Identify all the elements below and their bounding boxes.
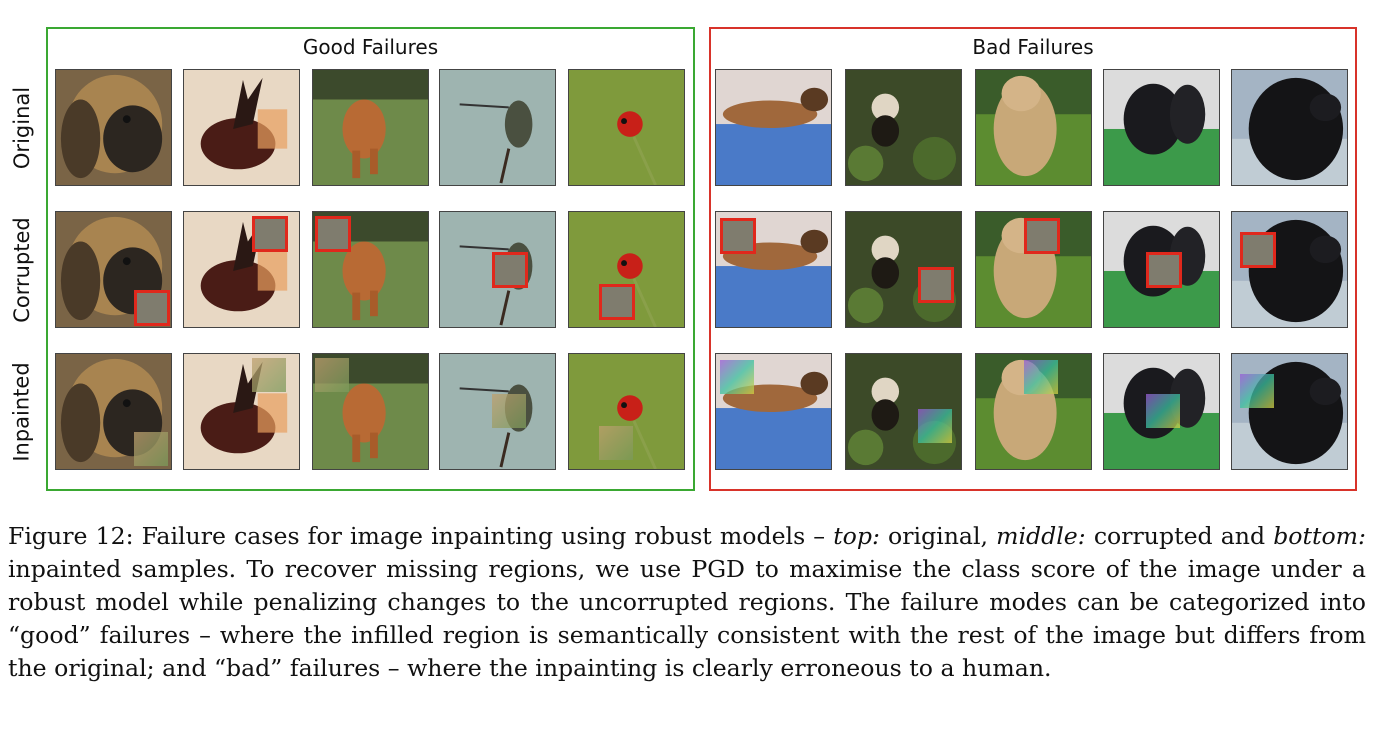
row-label-text: Inpainted <box>10 362 34 462</box>
inpainted-region <box>918 409 952 443</box>
corruption-patch <box>492 252 528 288</box>
inpainted-region <box>599 426 633 460</box>
row-label-original: Original <box>0 68 44 188</box>
row-label-text: Corrupted <box>10 217 35 323</box>
corruption-patch <box>315 216 351 252</box>
thumbnail-ladybug-inpainted <box>568 353 685 470</box>
thumbnail-dog-original <box>55 69 172 186</box>
caption-text: Failure cases for image inpainting using… <box>133 522 834 550</box>
thumbnail-shaggy-dog-corrupted <box>975 211 1092 328</box>
thumbnail-sleeping-dog-inpainted <box>715 353 832 470</box>
thumbnail-black-dogs-corrupted <box>1103 211 1220 328</box>
inpainted-region <box>492 394 526 428</box>
thumbnail-beetle-inpainted <box>183 353 300 470</box>
thumbnail-brown-dog-original <box>312 69 429 186</box>
good-failures-panel: Good Failures <box>46 27 695 491</box>
thumbnail-shaggy-dog-original <box>975 69 1092 186</box>
thumbnail-dog-corrupted <box>55 211 172 328</box>
thumbnail-hummingbird-corrupted <box>439 211 556 328</box>
figure-caption: Figure 12: Failure cases for image inpai… <box>8 520 1366 685</box>
thumbnail-brown-dog-inpainted <box>312 353 429 470</box>
inpainted-region <box>315 358 349 392</box>
corruption-patch <box>1146 252 1182 288</box>
inpainted-region <box>1240 374 1274 408</box>
inpainted-region <box>252 358 286 392</box>
thumbnail-black-dog-corrupted <box>1231 211 1348 328</box>
corruption-patch <box>599 284 635 320</box>
corruption-patch <box>918 267 954 303</box>
thumbnail-brown-dog-corrupted <box>312 211 429 328</box>
corruption-patch <box>252 216 288 252</box>
thumbnail-beetle-original <box>183 69 300 186</box>
thumbnail-black-dogs-inpainted <box>1103 353 1220 470</box>
corruption-patch <box>1024 218 1060 254</box>
thumbnail-monkey-inpainted <box>845 353 962 470</box>
inpainted-region <box>134 432 168 466</box>
thumbnail-dog-inpainted <box>55 353 172 470</box>
caption-text: original, <box>879 522 997 550</box>
row-label-inpainted: Inpainted <box>0 352 44 472</box>
thumbnail-black-dogs-original <box>1103 69 1220 186</box>
thumbnail-beetle-corrupted <box>183 211 300 328</box>
caption-middle: middle: <box>996 522 1086 550</box>
thumbnail-shaggy-dog-inpainted <box>975 353 1092 470</box>
thumbnail-monkey-corrupted <box>845 211 962 328</box>
thumbnail-black-dog-original <box>1231 69 1348 186</box>
corruption-patch <box>134 290 170 326</box>
row-label-corrupted: Corrupted <box>0 210 44 330</box>
caption-text: corrupted and <box>1085 522 1274 550</box>
thumbnail-monkey-original <box>845 69 962 186</box>
thumbnail-ladybug-corrupted <box>568 211 685 328</box>
caption-top: top: <box>833 522 880 550</box>
inpainted-region <box>720 360 754 394</box>
caption-bottom: bottom: <box>1273 522 1366 550</box>
corruption-patch <box>720 218 756 254</box>
thumbnail-ladybug-original <box>568 69 685 186</box>
thumbnail-hummingbird-inpainted <box>439 353 556 470</box>
bad-failures-title: Bad Failures <box>972 35 1094 59</box>
corruption-patch <box>1240 232 1276 268</box>
good-failures-title: Good Failures <box>302 35 439 59</box>
inpainted-region <box>1146 394 1180 428</box>
caption-text: inpainted samples. To recover missing re… <box>8 555 1366 682</box>
thumbnail-hummingbird-original <box>439 69 556 186</box>
bad-failures-panel: Bad Failures <box>709 27 1357 491</box>
thumbnail-sleeping-dog-corrupted <box>715 211 832 328</box>
thumbnail-sleeping-dog-original <box>715 69 832 186</box>
caption-label: Figure 12: <box>8 522 134 550</box>
inpainted-region <box>1024 360 1058 394</box>
thumbnail-black-dog-inpainted <box>1231 353 1348 470</box>
row-label-text: Original <box>10 86 34 170</box>
